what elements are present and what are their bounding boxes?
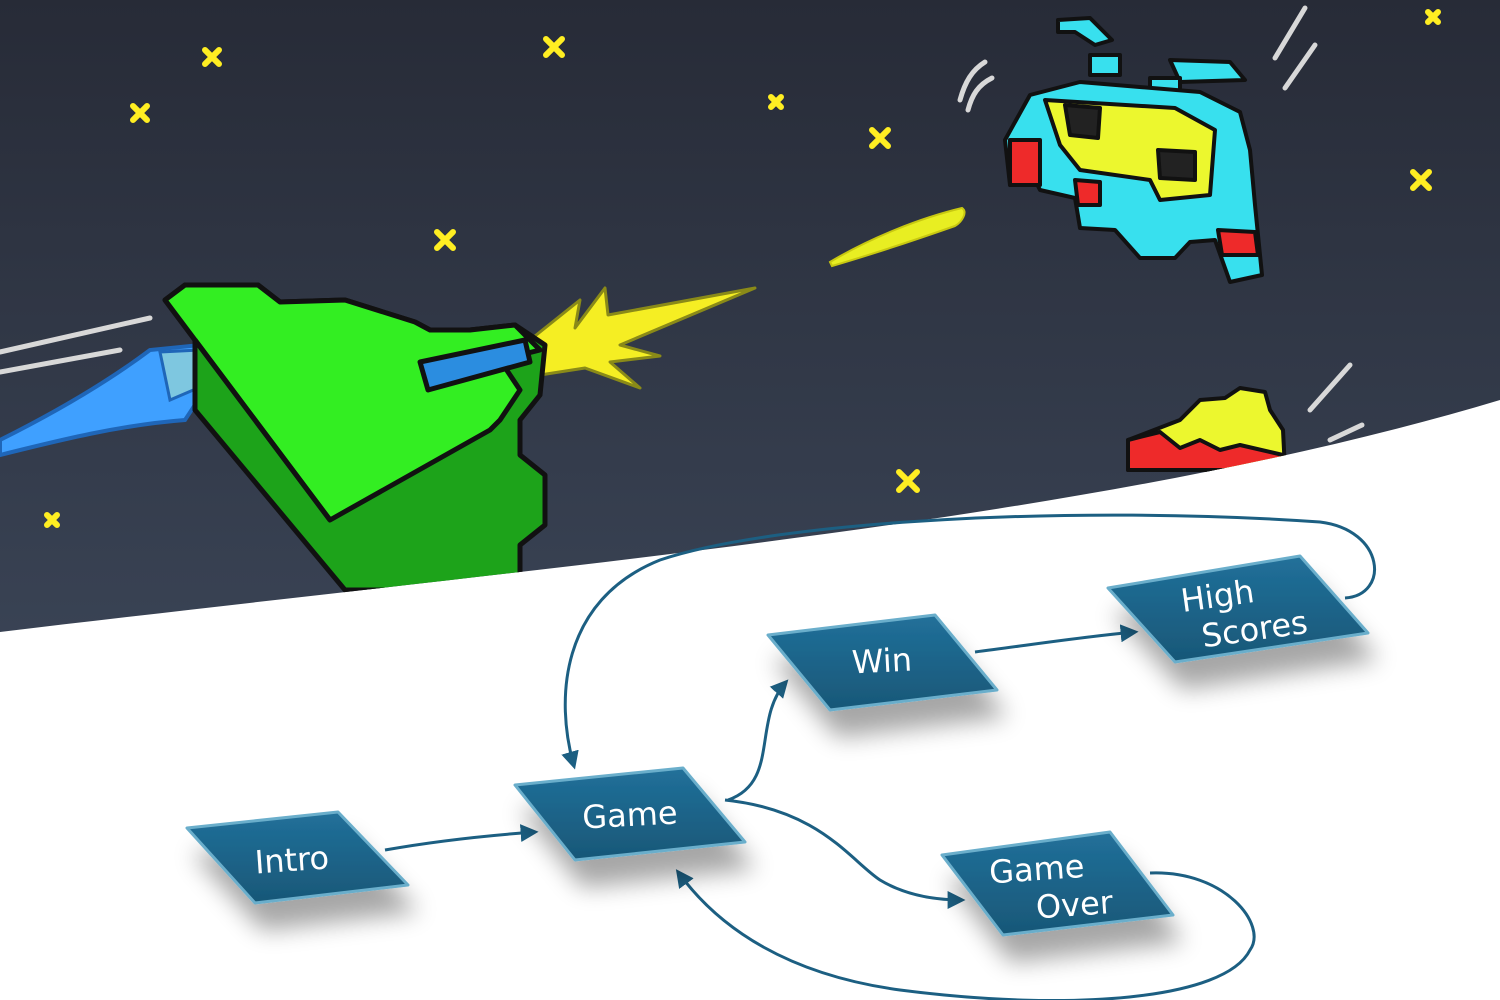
diagram-edges [384,513,1377,1000]
node-game-label: Game [581,794,678,837]
muzzle-flash-icon [528,286,757,390]
edge-win-to-high-scores [974,624,1139,654]
star-icon [543,36,565,58]
star-field [44,9,1441,528]
node-game-over: Game Over [940,830,1175,937]
laser-bolt-icon [828,206,966,268]
star-icon [434,229,456,251]
star-icon [44,512,60,528]
star-icon [869,127,891,149]
edge-game-over-to-game [675,869,1256,1000]
node-intro-label: Intro [253,838,330,881]
node-win: Win [766,613,999,712]
space-illustration [0,0,1500,632]
node-intro: Intro [185,810,410,905]
star-icon [1410,169,1432,191]
star-icon [896,469,920,493]
speed-lines [0,5,1365,443]
star-icon [130,103,150,123]
edge-high-scores-to-game [561,513,1377,770]
invader-icon [1003,16,1264,284]
node-game-over-label: Game Over [988,845,1115,929]
edge-intro-to-game [384,824,539,852]
star-icon [768,94,784,110]
node-win-label: Win [851,640,913,681]
edge-game-to-win [727,679,789,802]
edge-game-to-game-over [724,798,966,909]
star-icon [1425,9,1441,25]
node-game: Game [513,766,747,862]
star-icon [202,47,222,67]
state-diagram: Intro Game Win High Scores Game Over [185,513,1377,1000]
node-high-scores: High Scores [1106,554,1370,664]
